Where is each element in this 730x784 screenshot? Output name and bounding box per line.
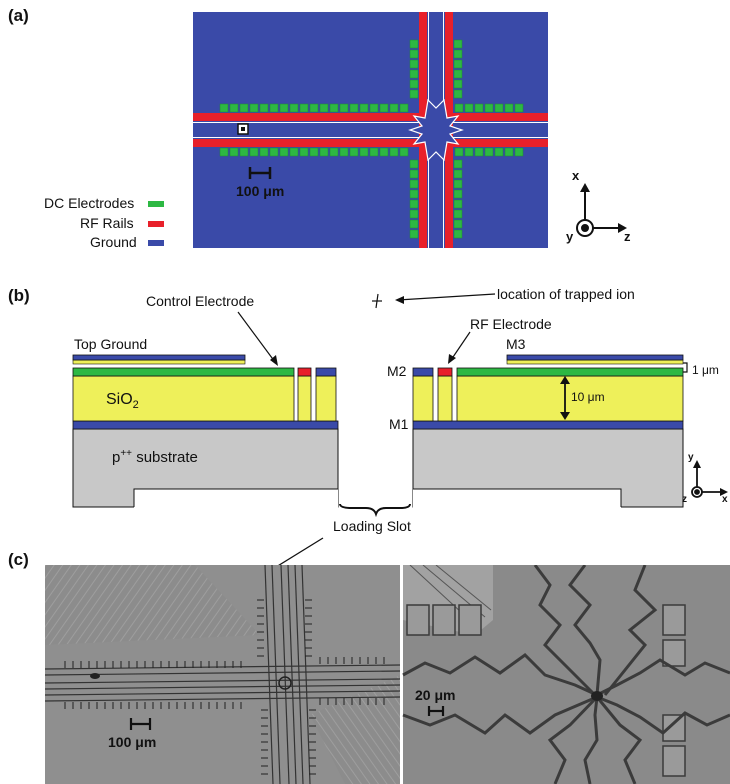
control-electrode-label: Control Electrode: [146, 293, 255, 309]
substrate-label: p++ substrate: [112, 448, 198, 466]
rf-rail-h-top: [193, 113, 548, 121]
substrate-label-rest: substrate: [132, 449, 198, 466]
scale-left-label: 100 μm: [108, 734, 157, 750]
axis-b-y: y: [688, 452, 694, 463]
loading-slot-h: [193, 124, 548, 136]
panel-a-tag: (a): [8, 6, 29, 25]
panel-c-tag: (c): [8, 550, 29, 569]
sem-images: 100 μm 20 μm: [45, 565, 730, 784]
ion-marker: [372, 293, 382, 309]
legend-swatch-ground: [148, 240, 164, 246]
axis-b-x: x: [722, 494, 728, 505]
axes-a: [576, 183, 627, 237]
sem-left: [45, 565, 401, 784]
cross-section-left: [72, 354, 339, 508]
scale-bar-a: [248, 167, 272, 179]
legend-label-ground: Ground: [90, 234, 137, 250]
substrate-label-sup: ++: [120, 448, 133, 459]
axis-a-z: z: [624, 229, 631, 244]
axis-b-z: z: [682, 494, 687, 505]
sem-right: [402, 565, 730, 784]
oxide-label-sub: 2: [132, 399, 139, 412]
oxide-label: SiO2: [106, 391, 139, 411]
arrow-10um: [560, 376, 570, 420]
scale-right-label: 20 μm: [415, 687, 456, 703]
cross-section-right: [412, 354, 684, 508]
legend-swatch-rf: [148, 221, 164, 227]
sem-micrographs: [45, 565, 730, 784]
top-ground-label: Top Ground: [74, 336, 148, 352]
legend-label-rf: RF Rails: [80, 215, 134, 231]
oxide-label-base: SiO: [106, 391, 133, 408]
m1-label: M1: [389, 416, 409, 432]
thickness-1um-label: 1 μm: [692, 363, 719, 377]
thickness-10um-label: 10 μm: [571, 390, 605, 404]
axes-b: [691, 460, 728, 498]
dc-electrode-arrays: [219, 39, 524, 239]
m2-label: M2: [387, 363, 407, 379]
junction: [408, 98, 464, 162]
axis-a-y: y: [566, 229, 574, 244]
axis-a-x: x: [572, 168, 580, 183]
panel-b-tag: (b): [8, 286, 30, 305]
loading-slot-brace: [339, 503, 411, 518]
legend-swatch-dc: [148, 201, 164, 207]
trapped-ion-label: location of trapped ion: [497, 286, 635, 302]
substrate-label-base: p: [112, 449, 121, 466]
bracket-1um: [683, 362, 688, 373]
rf-electrode-label: RF Electrode: [470, 316, 552, 332]
rf-rail-h-bottom: [193, 139, 548, 147]
scale-bar-a-label: 100 μm: [236, 183, 285, 199]
m3-label: M3: [506, 336, 526, 352]
loading-slot-label: Loading Slot: [333, 518, 411, 534]
annotation-arrows: [237, 293, 496, 366]
legend-label-dc: DC Electrodes: [44, 195, 135, 211]
